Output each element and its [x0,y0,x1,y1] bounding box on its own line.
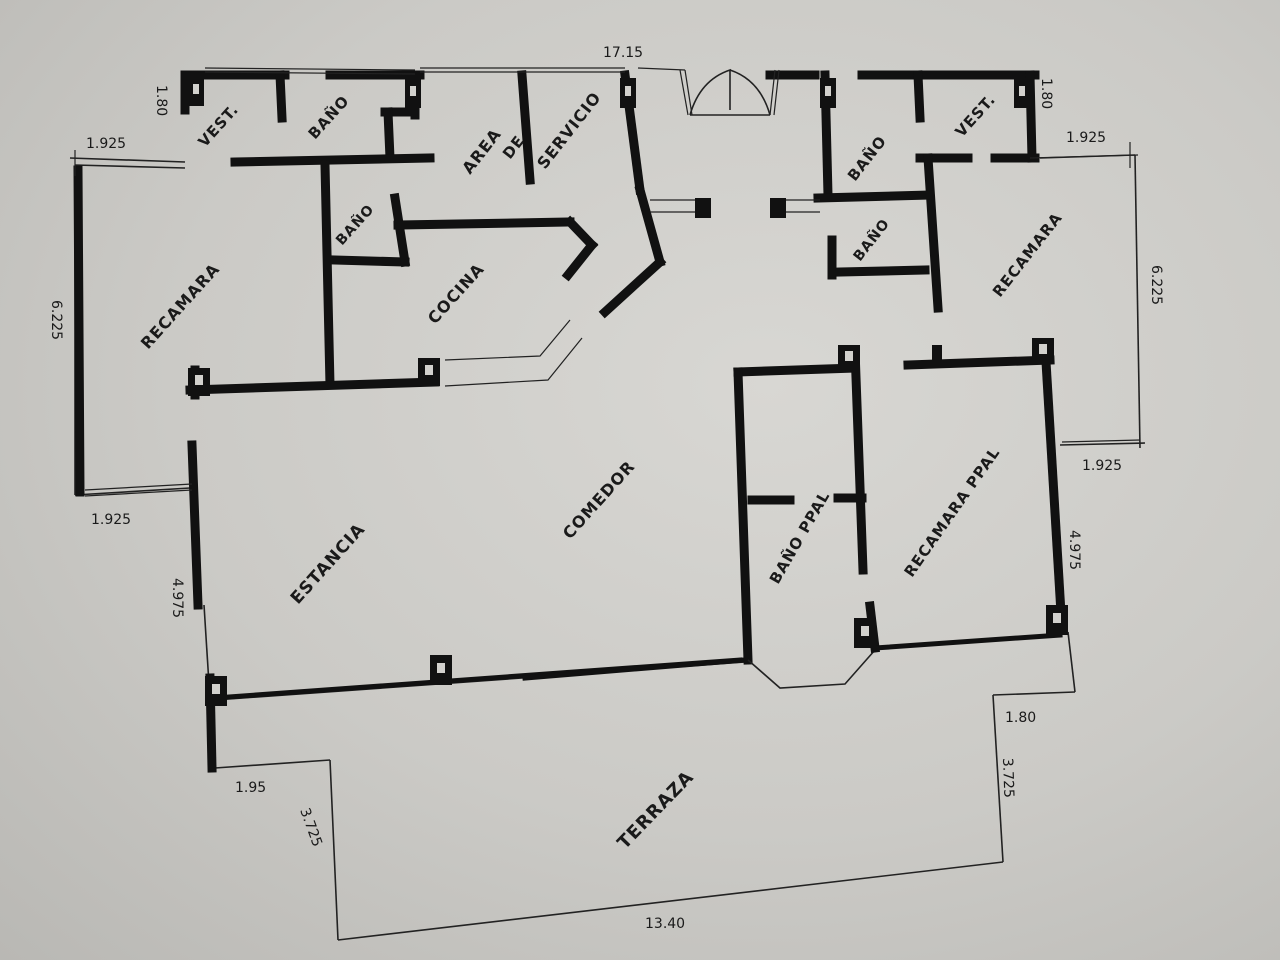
dim-left-recamara-height: 6.225 [48,300,64,340]
perimeter-lines [69,154,1146,941]
room-label-cocina: COCINA [424,259,488,327]
walls [73,69,1067,773]
dim-terraza-left-width: 1.95 [235,780,266,796]
entry-door [689,68,771,116]
dim-estancia-height: 4.975 [169,578,185,618]
dim-left-top-width: 1.925 [86,136,126,152]
room-label-recamara-ppal: RECAMARA PPAL [901,444,1004,581]
dim-right-vest-height: 1.80 [1038,78,1054,109]
room-label-bano-right-upper: BAÑO [843,132,890,185]
room-label-bano-kitchen: BAÑO [332,201,378,249]
dim-left-vest-height: 1.80 [153,85,169,116]
dimension-labels: 17.15 1.80 1.925 6.225 1.925 4.975 1.95 … [48,45,1164,932]
dim-terraza-right-width: 1.80 [1005,710,1036,726]
dim-right-top-width: 1.925 [1066,130,1106,146]
room-label-bano-right-lower: BAÑO [850,215,894,264]
dim-right-bottom-width: 1.925 [1082,458,1122,474]
room-label-terraza: TERRAZA [613,767,698,854]
room-label-comedor: COMEDOR [559,457,639,543]
dim-terraza-bottom: 13.40 [645,916,685,932]
dim-ppal-height: 4.975 [1066,530,1082,570]
room-label-recamara-right: RECAMARA [989,209,1066,301]
room-label-vest-left: VEST. [195,100,243,150]
room-label-vest-right: VEST. [952,90,1000,140]
dim-terraza-left-height: 3.725 [296,806,325,849]
room-label-recamara-left: RECAMARA [137,259,224,352]
dim-top-total: 17.15 [603,45,643,61]
room-label-bano-top-left: BAÑO [304,91,353,143]
room-label-servicio: SERVICIO [533,88,605,173]
room-label-estancia: ESTANCIA [287,520,370,609]
dim-left-bottom-width: 1.925 [91,512,131,528]
windows [74,67,1141,497]
dim-right-recamara-height: 6.225 [1148,265,1164,305]
dim-terraza-right-height: 3.725 [999,758,1016,799]
columns [188,76,1068,706]
